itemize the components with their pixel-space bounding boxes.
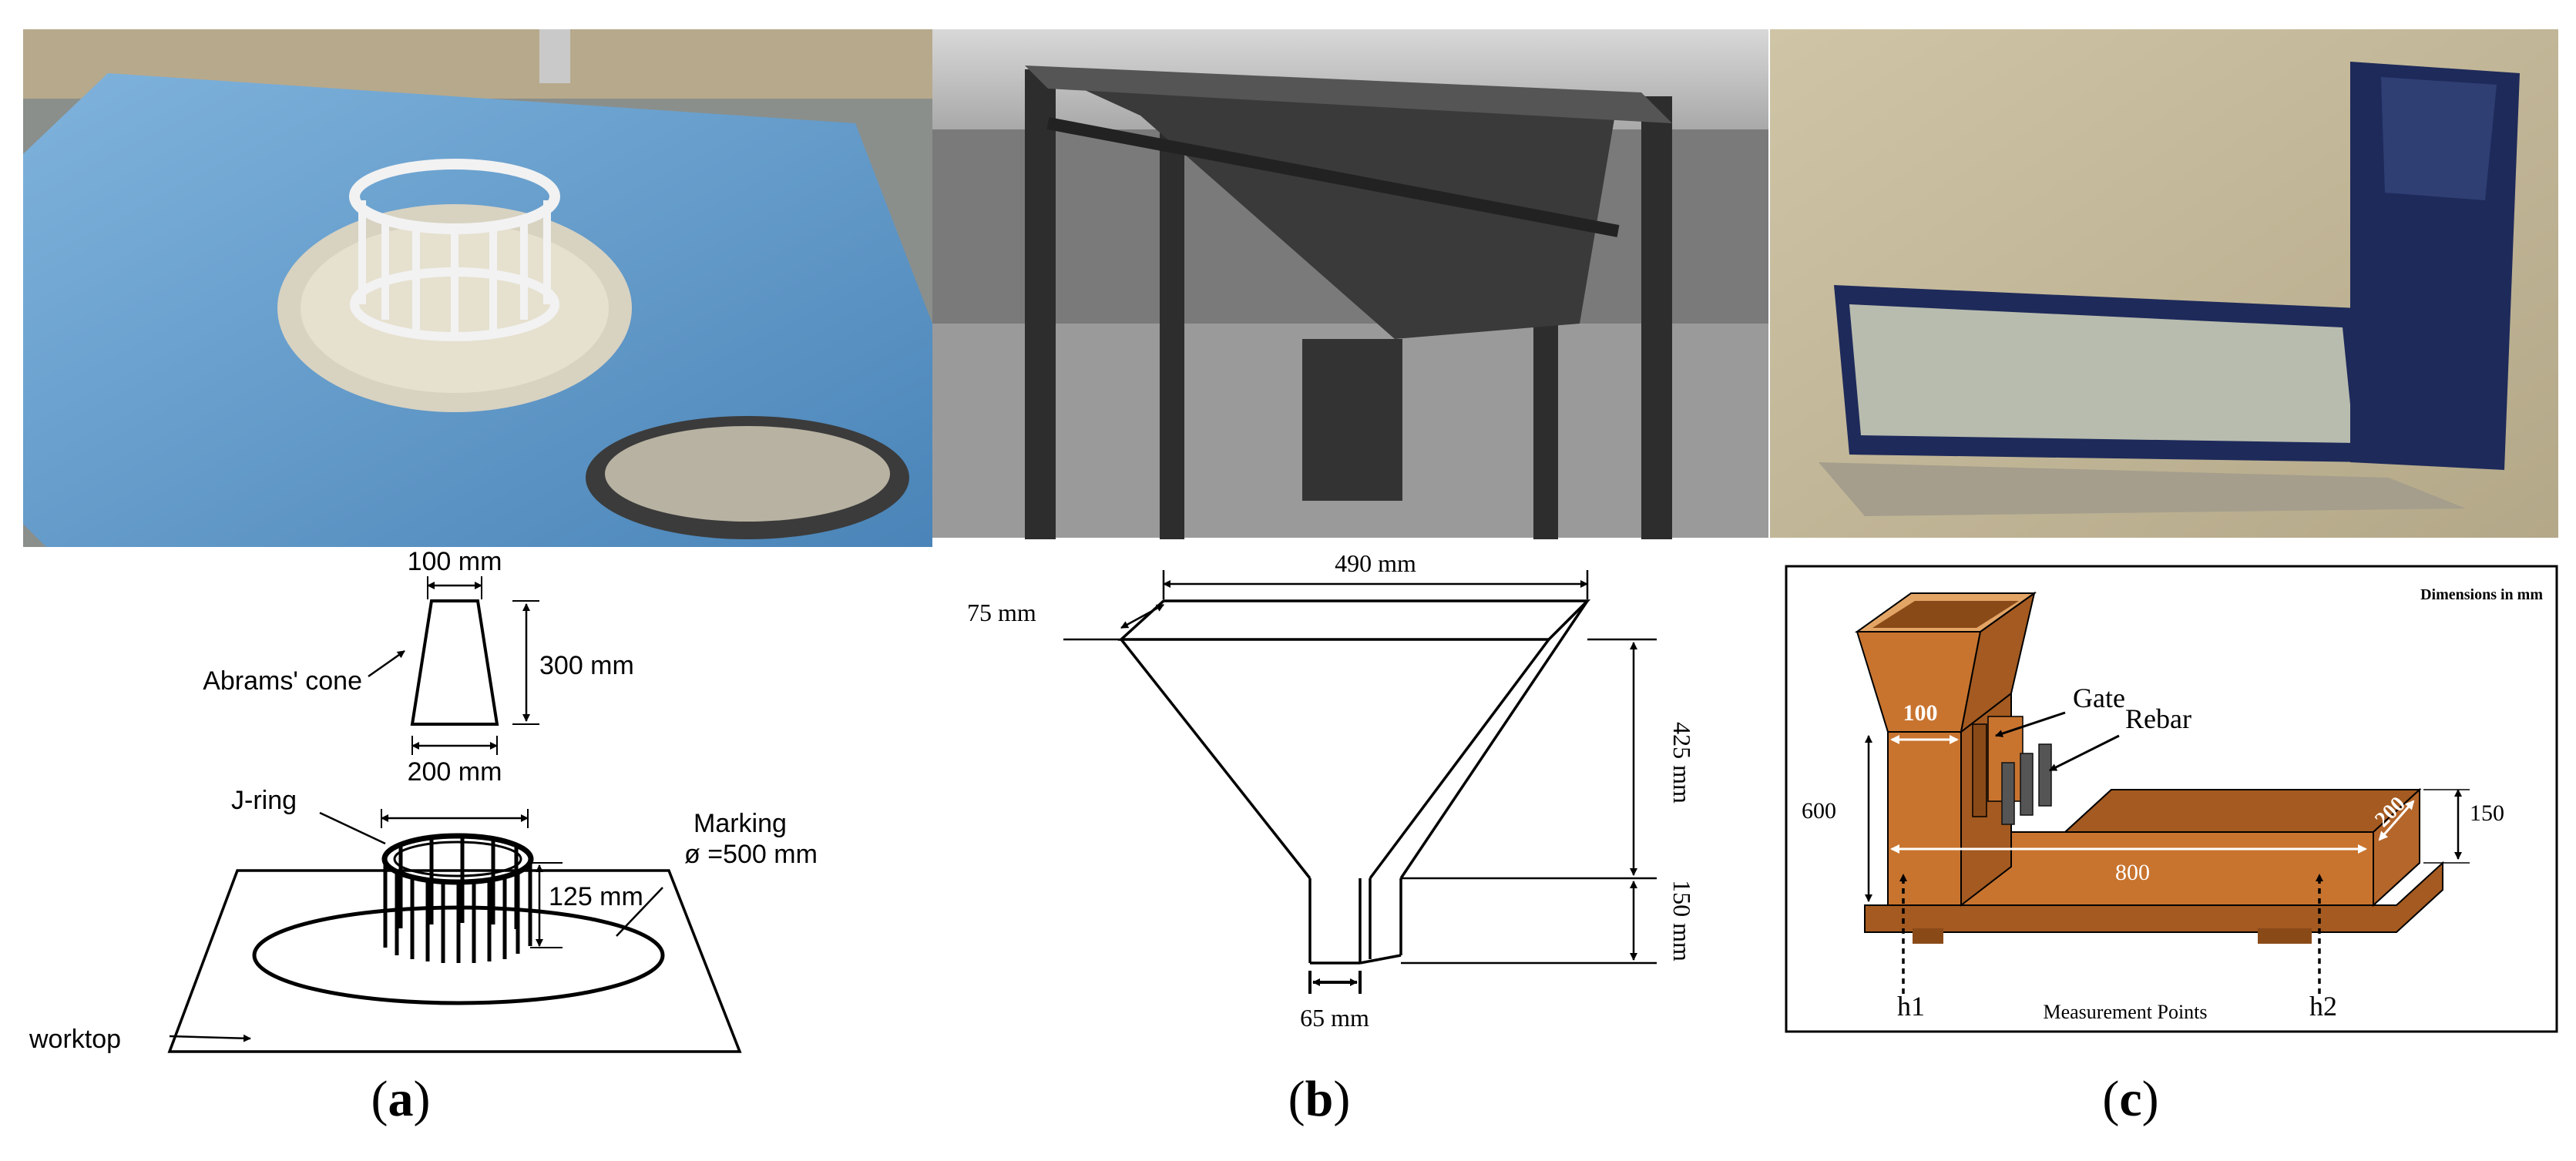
photo-vfunnel (932, 29, 1768, 539)
lbox-gate (1972, 723, 1987, 817)
cone-label: Abrams' cone (203, 666, 362, 696)
dim-800: 800 (2115, 860, 2150, 885)
cone-height-dim: 300 mm (539, 651, 634, 680)
rebar-label: Rebar (2125, 703, 2191, 734)
diagram-jring (167, 576, 742, 1053)
funnel-photo-body (1048, 73, 1618, 339)
panel-label-a: a (388, 1071, 414, 1127)
diagram-lbox (1785, 565, 2558, 1033)
funnel-depth-dim: 75 mm (967, 599, 1036, 626)
dim-150: 150 (2470, 800, 2504, 826)
funnel-left-wall (1120, 638, 1312, 880)
lbox-rebars (2001, 743, 2052, 825)
photo-jring-test (23, 29, 932, 547)
ring-height-dim: 125 mm (549, 882, 643, 911)
marking-dim: ø =500 mm (684, 840, 818, 869)
abrams-cone (410, 599, 499, 726)
lbox-vertical-column (1887, 731, 1962, 906)
funnel-height-dim: 425 mm (1668, 722, 1696, 804)
h1-label: h1 (1897, 991, 1925, 1022)
dim-line-75 (1120, 603, 1164, 629)
diagram-vfunnel (1063, 570, 1657, 994)
measurement-points-label: Measurement Points (2043, 1001, 2207, 1023)
worktop-label: worktop (29, 1025, 121, 1054)
gate-label: Gate (2073, 683, 2125, 713)
svg-text:(b): (b) (1288, 1071, 1351, 1127)
dim-100: 100 (1903, 700, 1938, 726)
jring-bars (383, 838, 532, 963)
panel-label-b: b (1305, 1071, 1334, 1127)
panel-label-c: c (2119, 1071, 2141, 1127)
funnel-photo-outlet (1302, 339, 1402, 501)
svg-text:(a): (a) (371, 1071, 431, 1127)
funnel-neck-dim: 150 mm (1668, 880, 1696, 961)
marking-label: Marking (694, 809, 787, 838)
photo-lbox (1770, 29, 2558, 538)
dim-600: 600 (1802, 798, 1836, 824)
h2-label: h2 (2309, 991, 2337, 1022)
jring-top-ring (381, 833, 534, 885)
svg-text:(c): (c) (2102, 1071, 2158, 1127)
funnel-outlet-dim: 65 mm (1300, 1004, 1369, 1032)
dimensions-note: Dimensions in mm (2420, 586, 2543, 603)
funnel-rim (1117, 599, 1591, 641)
funnel-top-dim: 490 mm (1335, 549, 1416, 577)
cone-bottom-dim: 200 mm (408, 757, 502, 787)
jring-label: J-ring (231, 786, 297, 815)
cone-top-dim: 100 mm (408, 547, 502, 576)
